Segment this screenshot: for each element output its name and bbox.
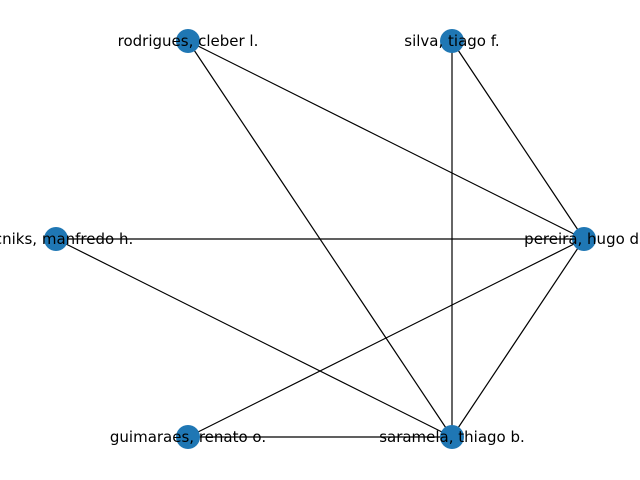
label-layer: rodrigues, cleber l. silva, tiago f. tecni…: [0, 32, 640, 446]
node-tecniks: [44, 227, 68, 251]
node-label-pereira: pereira, hugo d.: [524, 230, 640, 248]
edge-rodrigues-pereira: [187, 40, 585, 240]
edge-pereira-guimaraes: [187, 238, 585, 438]
node-rodrigues: [176, 29, 200, 53]
node-label-guimaraes: guimaraes, renato o.: [110, 428, 266, 446]
edge-layer: [55, 40, 585, 438]
node-saramela: [440, 425, 464, 449]
node-label-rodrigues: rodrigues, cleber l.: [118, 32, 259, 50]
node-label-tecniks: tecniks, manfredo h.: [0, 230, 133, 248]
edge-tecniks-saramela: [55, 238, 453, 438]
node-label-saramela: saramela, thiago b.: [379, 428, 525, 446]
edge-silva-pereira: [451, 40, 585, 240]
node-label-silva: silva, tiago f.: [404, 32, 499, 50]
node-silva: [440, 29, 464, 53]
node-layer: [44, 29, 596, 449]
edge-pereira-saramela: [451, 238, 585, 438]
node-pereira: [572, 227, 596, 251]
node-guimaraes: [176, 425, 200, 449]
